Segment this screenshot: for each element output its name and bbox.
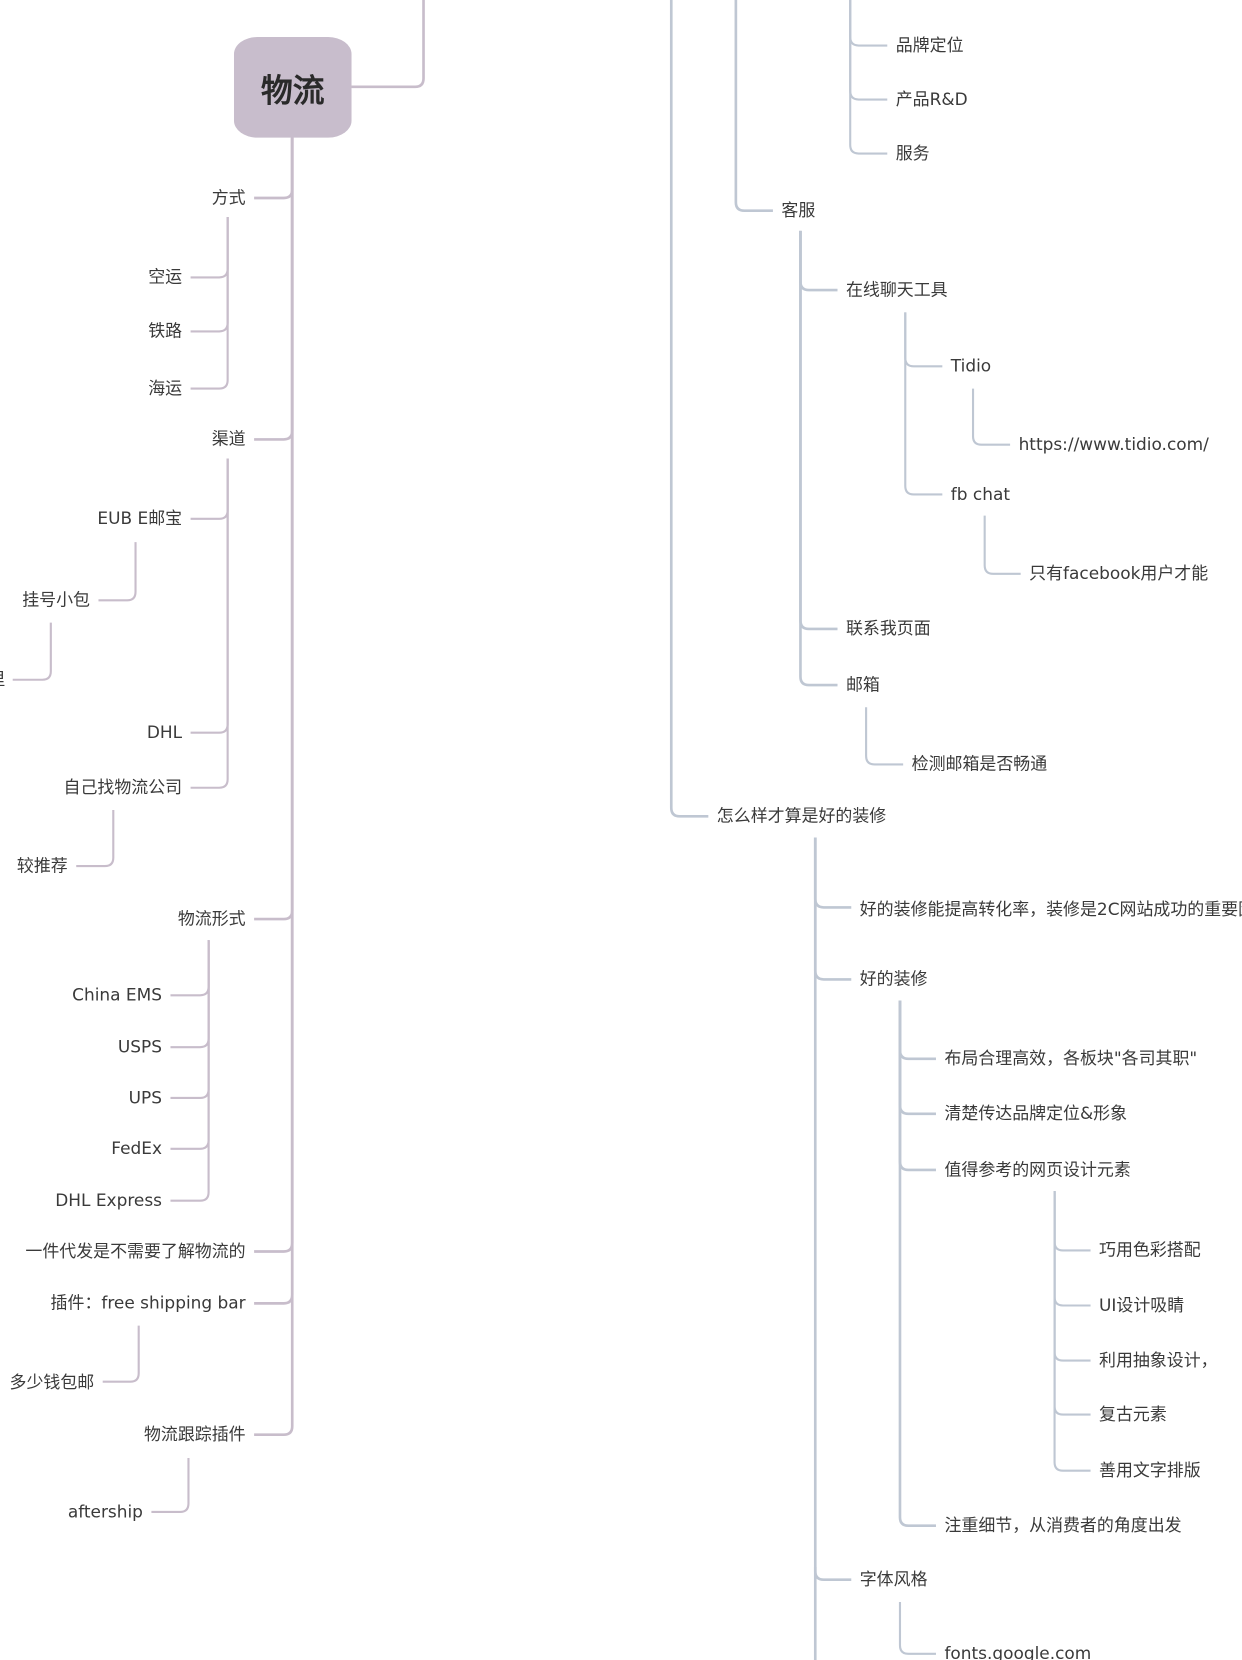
node-aftership[interactable]: aftership [67,1501,143,1522]
node-fb-note[interactable]: 只有facebook用户才能 [1029,563,1209,584]
node-fonts-link[interactable]: fonts.google.com [944,1643,1092,1660]
node-ups[interactable]: UPS [128,1087,162,1108]
connector-line [1053,1191,1091,1416]
node-contact-page[interactable]: 联系我页面 [845,618,931,639]
connector-line [898,1601,936,1655]
node-product-rd[interactable]: 产品R&D [895,88,968,110]
node-email-check[interactable]: 检测邮箱是否畅通 [911,753,1048,774]
node-brand-positioning[interactable]: 品牌定位 [895,34,964,56]
node-font-style[interactable]: 字体风格 [859,1569,928,1590]
connector-line [190,458,229,520]
connector-line [971,388,1011,446]
node-recommended[interactable]: 较推荐 [16,855,68,876]
node-design-elements[interactable]: 值得参考的网页设计元素 [944,1159,1131,1180]
connector-line [12,622,52,681]
connector-line [254,137,294,1436]
connector-line [254,137,294,200]
node-method[interactable]: 方式 [211,187,246,208]
connector-line [669,0,709,818]
connector-line [799,230,838,687]
node-channel[interactable]: 渠道 [211,428,246,449]
node-air[interactable]: 空运 [148,266,183,287]
connector-line [170,940,210,1150]
connector-line [254,137,294,1253]
connector-line [170,940,210,997]
connector-line [151,1457,190,1514]
connector-line [813,837,852,909]
node-free-threshold[interactable]: 多少钱包邮 [9,1372,95,1393]
node-fb-chat[interactable]: fb chat [950,483,1010,504]
connector-line [898,1000,936,1172]
connector-line [734,0,773,213]
connector-line [254,137,294,1305]
connector-line [102,1325,140,1383]
connector-line [983,515,1021,575]
node-service[interactable]: 服务 [895,142,930,164]
node-sea[interactable]: 海运 [148,377,183,399]
root-connector [351,0,425,89]
root-node-logistics[interactable]: 物流 [233,37,352,138]
connector-line [254,137,294,921]
node-good-decoration[interactable]: 好的装修 [859,968,928,989]
connector-line [1053,1191,1091,1472]
node-tidio-url[interactable]: https://www.tidio.com/ [1018,434,1209,455]
node-details[interactable]: 注重细节，从消费者的角度出发 [944,1515,1182,1536]
node-own-logistics[interactable]: 自己找物流公司 [63,777,183,798]
connector-line [799,230,838,292]
connector-line [170,940,210,1100]
connector-line [849,0,888,101]
node-registered-parcel[interactable]: 挂号小包 [22,589,90,610]
node-abstract[interactable]: 利用抽象设计， [1099,1349,1218,1371]
connector-line [1053,1191,1091,1307]
connector-line [254,137,294,441]
node-customer-service[interactable]: 客服 [781,200,816,221]
node-retro[interactable]: 复古元素 [1099,1403,1167,1425]
node-dhl-express[interactable]: DHL Express [55,1190,162,1211]
connector-line [190,217,229,390]
node-dhl[interactable]: DHL [146,722,183,743]
node-color[interactable]: 巧用色彩搭配 [1099,1239,1201,1260]
connector-line [190,217,229,333]
connector-line [1053,1191,1091,1362]
connector-line [190,458,229,789]
node-fedex[interactable]: FedEx [111,1138,162,1159]
node-free-shipping-plugin[interactable]: 插件：free shipping bar [50,1292,246,1313]
node-rail[interactable]: 铁路 [148,320,183,341]
node-eub[interactable]: EUB E邮宝 [97,508,183,529]
node-typography[interactable]: 善用文字排版 [1099,1460,1201,1481]
connector-line [170,940,210,1049]
connector-line [898,1000,936,1061]
connector-line [813,837,852,1582]
node-ui[interactable]: UI设计吸睛 [1099,1294,1185,1316]
node-good-design[interactable]: 怎么样才算是好的装修 [716,805,887,826]
connector-line [190,217,229,279]
node-live-chat[interactable]: 在线聊天工具 [845,279,948,300]
node-tracking-plugin[interactable]: 物流跟踪插件 [143,1424,246,1445]
node-dropship[interactable]: 一件代发是不需要了解物流的 [25,1240,246,1262]
node-design-intro[interactable]: 好的装修能提高转化率，装修是2C网站成功的重要因素 [859,898,1242,920]
node-layout[interactable]: 布局合理高效，各板块"各司其职" [944,1048,1198,1069]
connector-line [76,809,115,868]
connector-line [190,458,229,734]
connector-line [1053,1191,1091,1252]
node-forms[interactable]: 物流形式 [177,908,246,929]
node-tidio[interactable]: Tidio [950,355,992,376]
connector-line [898,1000,936,1528]
node-email[interactable]: 邮箱 [845,674,880,695]
connector-line [849,0,888,155]
node-china-ems[interactable]: China EMS [72,984,162,1005]
node-usps[interactable]: USPS [117,1036,162,1057]
connector-line [170,940,210,1202]
connector-line [849,0,888,47]
connector-line [904,312,943,368]
node-brand-image[interactable]: 清楚传达品牌定位&形象 [944,1103,1128,1124]
connector-line [904,312,943,496]
node-truncated[interactable]: 里 [0,666,5,694]
connector-line [98,542,137,602]
connector-line [865,707,904,766]
